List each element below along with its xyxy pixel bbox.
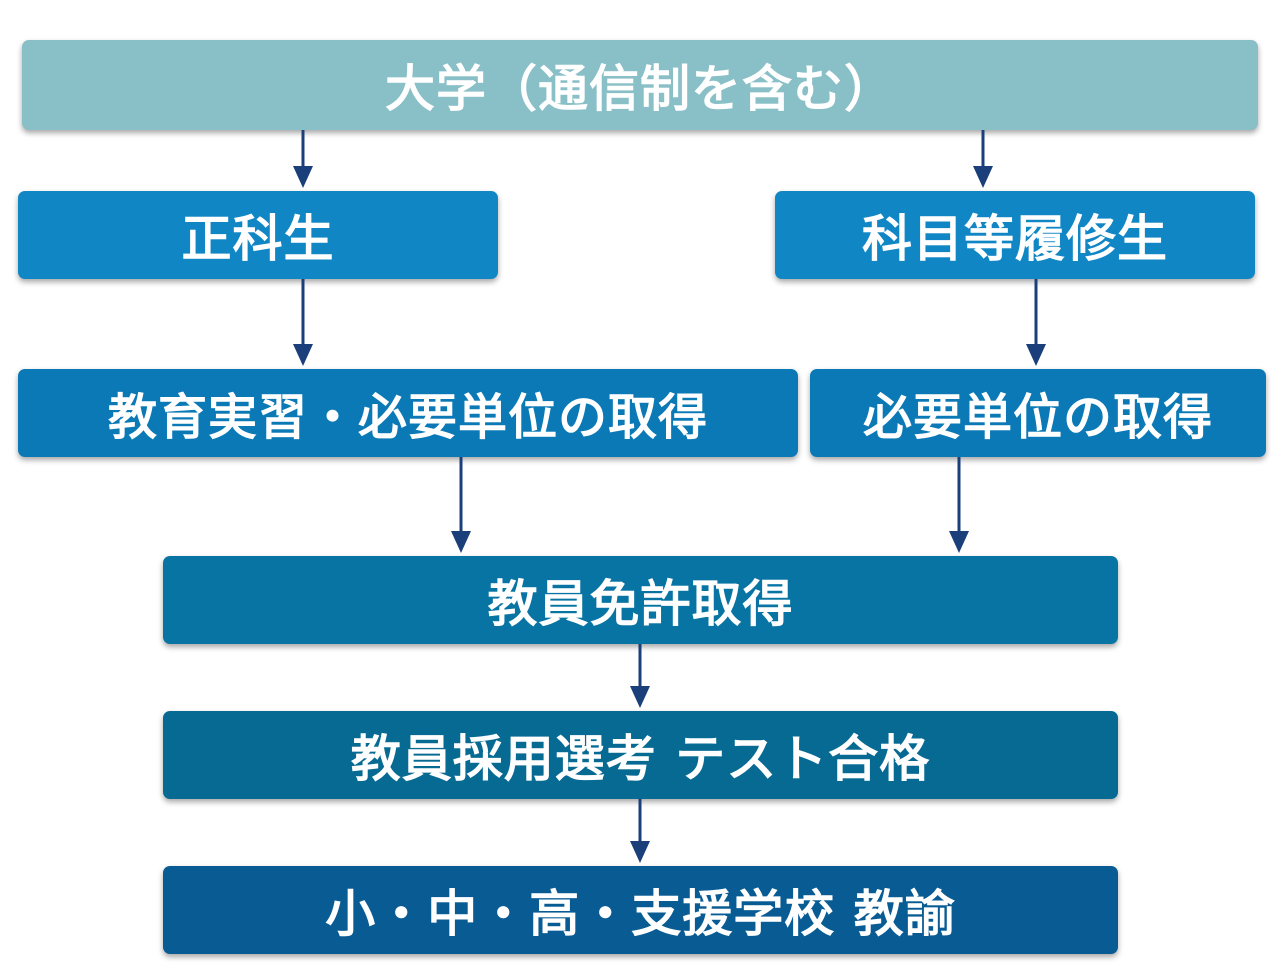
- node-university-label: 大学（通信制を含む）: [385, 60, 895, 118]
- node-practicum-credits: 教育実習・必要単位の取得: [18, 369, 798, 457]
- node-license-label: 教員免許取得: [487, 575, 794, 633]
- arrowhead-university-to-regular: [293, 166, 313, 188]
- node-regular-student-label: 正科生: [181, 210, 335, 268]
- node-exam-label: 教員採用選考 テスト合格: [350, 730, 931, 788]
- arrowhead-regular-to-practicum: [293, 344, 313, 366]
- node-required-credits: 必要単位の取得: [810, 369, 1266, 457]
- node-exam: 教員採用選考 テスト合格: [163, 711, 1118, 799]
- node-required-credits-label: 必要単位の取得: [862, 388, 1213, 446]
- arrowhead-license-to-exam: [630, 686, 650, 708]
- arrowhead-exam-to-teacher: [630, 841, 650, 863]
- arrowhead-credits-to-license: [949, 531, 969, 553]
- node-university: 大学（通信制を含む）: [22, 40, 1258, 130]
- node-practicum-credits-label: 教育実習・必要単位の取得: [107, 388, 708, 446]
- arrowhead-practicum-to-license: [451, 531, 471, 553]
- node-license: 教員免許取得: [163, 556, 1118, 644]
- node-non-degree-student-label: 科目等履修生: [862, 210, 1168, 268]
- node-regular-student: 正科生: [18, 191, 498, 279]
- node-non-degree-student: 科目等履修生: [775, 191, 1255, 279]
- node-teacher: 小・中・高・支援学校 教諭: [163, 866, 1118, 954]
- arrowhead-university-to-nondegree: [973, 166, 993, 188]
- arrowhead-nondegree-to-credits: [1026, 344, 1046, 366]
- node-teacher-label: 小・中・高・支援学校 教諭: [325, 885, 956, 943]
